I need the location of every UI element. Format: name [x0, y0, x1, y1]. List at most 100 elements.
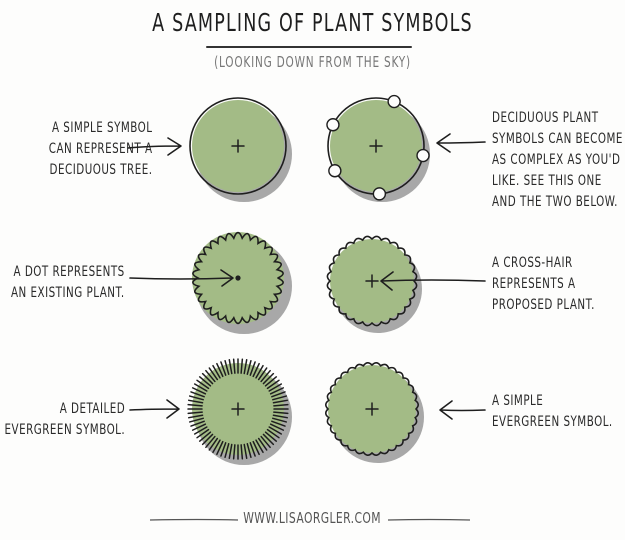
needle [257, 367, 268, 381]
cross-hair-icon [365, 402, 379, 416]
label-detailed-evergreen: A DETAILED EVERGREEN SYMBOL. [4, 401, 125, 438]
needle [260, 369, 271, 383]
notch [372, 187, 387, 201]
needle [212, 364, 221, 379]
needle [216, 362, 224, 378]
needle [191, 387, 207, 395]
needle [196, 379, 210, 390]
needle [193, 383, 208, 392]
cross-hair-icon [231, 402, 245, 416]
needle [266, 428, 280, 439]
needle [198, 431, 212, 442]
scalloped-outline [326, 235, 418, 327]
needle [266, 379, 280, 390]
arrow-existing-plant [129, 269, 234, 287]
footer: WWW.LISAORGLER.COM [0, 508, 625, 527]
needle [228, 359, 233, 375]
needle [187, 403, 203, 407]
needle [193, 426, 208, 435]
arrow-proposed-plant [380, 271, 486, 291]
notch [326, 118, 340, 132]
needle [246, 443, 252, 459]
needle [272, 399, 288, 404]
needle [264, 431, 278, 442]
cross-hair-icon [365, 274, 379, 288]
notch [328, 164, 342, 178]
arrow-complex-deciduous [436, 133, 486, 153]
arrow-detailed-evergreen [129, 399, 180, 419]
needle [232, 444, 236, 460]
footer-website: WWW.LISAORGLER.COM [243, 509, 382, 527]
needle [264, 376, 278, 387]
needle [271, 391, 286, 398]
page-title: A SAMPLING OF PLANT SYMBOLS [152, 8, 473, 37]
needle [249, 442, 256, 457]
symbol-detailed-evergreen [187, 358, 292, 465]
needle [243, 359, 248, 375]
needle [262, 433, 275, 446]
needle [255, 439, 264, 454]
needle [273, 403, 289, 407]
needle [188, 395, 204, 401]
needle [224, 443, 230, 459]
symbol-simple-evergreen [325, 362, 424, 463]
cross-hair-icon [231, 139, 245, 153]
outline [189, 97, 287, 195]
needle [187, 411, 203, 415]
needle [272, 414, 288, 419]
needle [191, 423, 207, 431]
notch [387, 94, 401, 109]
title-underline [206, 46, 412, 48]
notch [416, 148, 430, 163]
needle [252, 362, 260, 378]
symbol-proposed-plant [326, 235, 422, 333]
needle [257, 437, 268, 451]
needle [272, 395, 288, 401]
needle [273, 411, 289, 415]
needle [190, 391, 205, 398]
needle [188, 414, 204, 419]
needle [271, 420, 286, 427]
needle [188, 399, 204, 404]
symbol-complex-deciduous [326, 94, 430, 202]
needle [246, 359, 252, 375]
footer-rule [149, 518, 471, 521]
needle [198, 376, 212, 387]
label-existing-plant: A DOT REPRESENTS AN EXISTING PLANT. [11, 264, 125, 301]
needle [224, 359, 230, 375]
needle [216, 440, 224, 456]
needle [190, 420, 205, 427]
needle [240, 358, 244, 374]
needle [272, 417, 288, 423]
symbol-existing-plant [192, 231, 292, 334]
needle [196, 428, 210, 439]
dot-icon [235, 275, 241, 281]
label-simple-deciduous: A SIMPLE SYMBOL CAN REPRESENT A DECIDUOU… [49, 120, 153, 178]
needle [269, 387, 285, 395]
needle [252, 440, 260, 456]
needle [249, 361, 256, 376]
needle [208, 367, 219, 381]
needle [208, 437, 219, 451]
needle [240, 444, 244, 460]
scalloped-outline [325, 362, 419, 456]
subtitle: (LOOKING DOWN FROM THE SKY) [214, 53, 411, 71]
needle [255, 364, 264, 379]
arrow-simple-deciduous [127, 137, 182, 156]
needle [220, 442, 227, 457]
needle [268, 383, 283, 392]
cross-hair-icon [369, 139, 383, 153]
needle [269, 423, 285, 431]
label-complex-deciduous: DECIDUOUS PLANT SYMBOLS CAN BECOME AS CO… [492, 110, 623, 210]
label-proposed-plant: A CROSS-HAIR REPRESENTS A PROPOSED PLANT… [492, 255, 595, 313]
needle [262, 372, 275, 385]
needle [243, 443, 248, 459]
needle [201, 433, 214, 446]
needle [201, 372, 214, 385]
needle [205, 369, 216, 383]
symbol-simple-deciduous [189, 97, 292, 202]
needle [188, 417, 204, 423]
needle [205, 435, 216, 449]
arrow-simple-evergreen [439, 400, 486, 420]
